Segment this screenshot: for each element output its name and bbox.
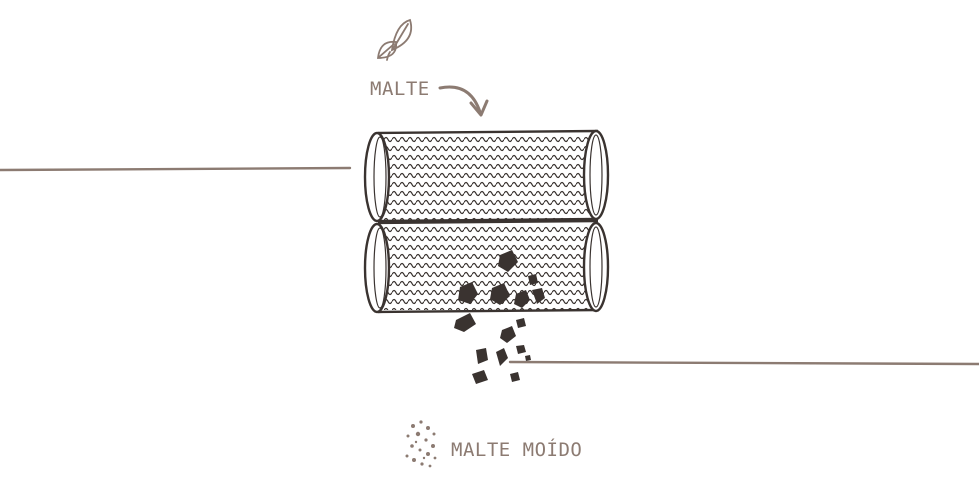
grain-particles-icon [405,420,437,468]
ground-malt-output-label: MALTE MOÍDO [451,439,583,461]
curved-arrow-icon [438,85,489,117]
leaves-icon [376,18,413,61]
inflow-line [0,166,352,172]
malt-input-label: MALTE [370,78,430,100]
outflow-line [508,360,979,366]
crushed-grains [454,250,545,384]
top-roller [363,129,610,223]
bottom-roller [363,219,610,314]
